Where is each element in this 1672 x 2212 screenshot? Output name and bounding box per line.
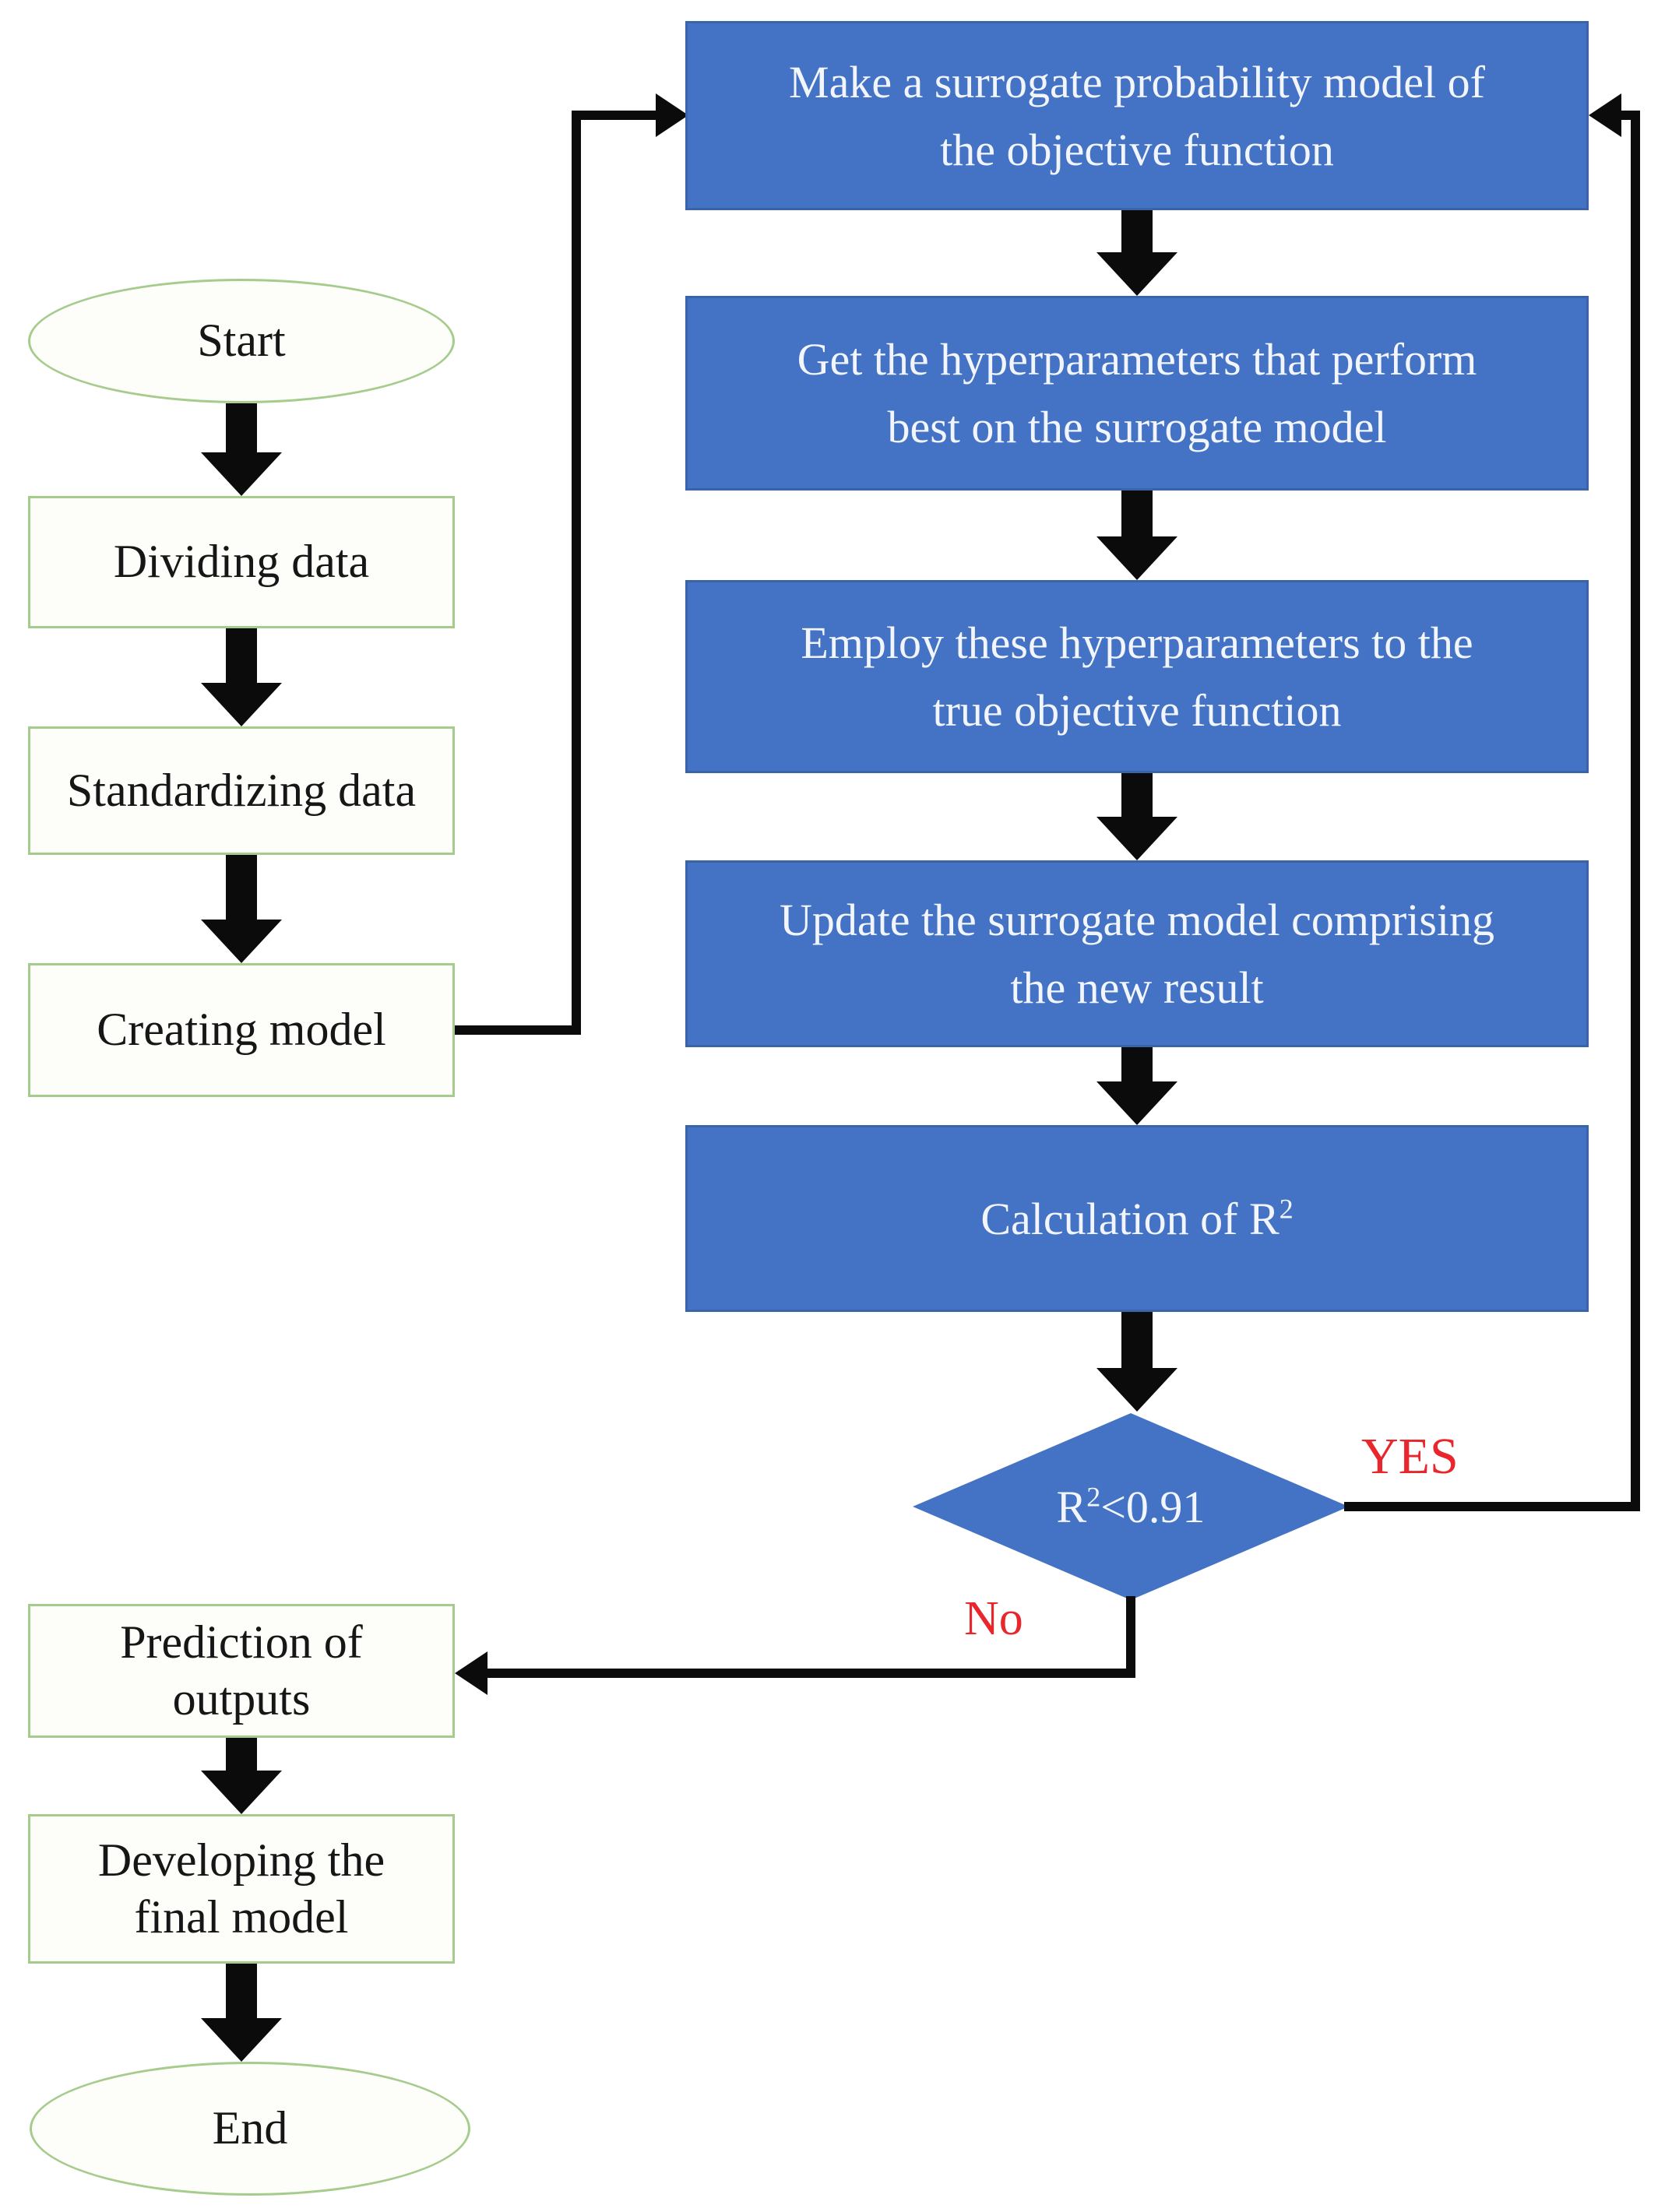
process-line: Get the hyperparameters that perform bbox=[797, 334, 1477, 385]
arrow-shaft bbox=[1121, 210, 1153, 257]
step-creating-model: Creating model bbox=[28, 963, 455, 1097]
arrow-employ-to-update bbox=[1096, 773, 1177, 860]
superscript-2: 2 bbox=[1086, 1481, 1101, 1513]
step-label: Standardizing data bbox=[66, 764, 417, 816]
step-prediction-of-outputs: Prediction of outputs bbox=[28, 1604, 455, 1738]
arrow-update-to-calculation bbox=[1096, 1047, 1177, 1125]
step-label: Dividing data bbox=[113, 536, 370, 588]
process-line: the objective function bbox=[940, 124, 1334, 175]
connector-left-vertical bbox=[572, 111, 581, 1035]
arrow-shaft bbox=[226, 855, 257, 924]
arrow-head-icon bbox=[1096, 1368, 1177, 1412]
arrow-standardizing-to-creating bbox=[201, 855, 282, 963]
arrow-developing-to-end bbox=[201, 1964, 282, 2062]
end-label: End bbox=[212, 2102, 288, 2154]
arrow-shaft bbox=[226, 1964, 257, 2023]
step-developing-final-model: Developing the final model bbox=[28, 1814, 455, 1964]
arrow-shaft bbox=[1121, 1312, 1153, 1373]
arrow-shaft bbox=[1121, 491, 1153, 541]
arrow-head-icon bbox=[201, 1771, 282, 1814]
step-label: Creating model bbox=[97, 1004, 386, 1056]
yes-branch-label: YES bbox=[1361, 1428, 1459, 1485]
process-line: true objective function bbox=[932, 685, 1342, 736]
arrowhead-into-surrogate-right-icon bbox=[1589, 93, 1621, 137]
superscript-2: 2 bbox=[1279, 1193, 1294, 1225]
arrow-head-icon bbox=[201, 452, 282, 496]
connector-yes-horizontal bbox=[1344, 1502, 1640, 1511]
arrow-prediction-to-developing bbox=[201, 1738, 282, 1814]
arrow-head-icon bbox=[1096, 252, 1177, 296]
step-dividing-data: Dividing data bbox=[28, 496, 455, 628]
arrow-start-to-dividing bbox=[201, 403, 282, 496]
connector-no-horizontal bbox=[486, 1669, 1135, 1678]
connector-right-vertical bbox=[1631, 111, 1640, 1511]
arrow-head-icon bbox=[201, 920, 282, 963]
arrow-head-icon bbox=[1096, 817, 1177, 860]
step-line: Developing the bbox=[97, 1834, 385, 1886]
process-line: Employ these hyperparameters to the bbox=[801, 617, 1473, 668]
process-line: Update the surrogate model comprising bbox=[779, 895, 1495, 945]
arrowhead-into-surrogate-left-icon bbox=[656, 93, 688, 137]
arrow-calculation-to-decision bbox=[1096, 1312, 1177, 1412]
arrow-dividing-to-standardizing bbox=[201, 628, 282, 726]
decision-r2-threshold: R2<0.91 bbox=[913, 1413, 1349, 1600]
step-line: Prediction of bbox=[120, 1616, 363, 1668]
connector-creating-horizontal bbox=[455, 1025, 581, 1035]
process-calculation-r2: Calculation of R2 bbox=[685, 1125, 1589, 1312]
connector-into-loop-horizontal bbox=[581, 111, 659, 120]
arrow-head-icon bbox=[201, 683, 282, 726]
connector-into-surrogate-right bbox=[1620, 111, 1635, 120]
start-terminator: Start bbox=[28, 279, 455, 403]
arrow-surrogate-to-get bbox=[1096, 210, 1177, 296]
arrow-shaft bbox=[226, 403, 257, 457]
process-line: the new result bbox=[1010, 962, 1264, 1013]
start-label: Start bbox=[197, 315, 286, 367]
process-employ-hyperparameters: Employ these hyperparameters to the true… bbox=[685, 580, 1589, 773]
arrow-head-icon bbox=[201, 2018, 282, 2062]
process-update-surrogate-model: Update the surrogate model comprising th… bbox=[685, 860, 1589, 1047]
arrowhead-into-prediction-icon bbox=[455, 1651, 488, 1695]
arrow-shaft bbox=[226, 1738, 257, 1775]
process-line: Make a surrogate probability model of bbox=[789, 56, 1485, 107]
connector-no-vertical bbox=[1126, 1596, 1135, 1678]
arrow-head-icon bbox=[1096, 1081, 1177, 1125]
arrow-shaft bbox=[1121, 1047, 1153, 1086]
end-terminator: End bbox=[30, 2062, 470, 2196]
step-standardizing-data: Standardizing data bbox=[28, 726, 455, 855]
step-line: final model bbox=[134, 1891, 349, 1943]
step-line: outputs bbox=[172, 1673, 311, 1725]
process-get-hyperparameters: Get the hyperparameters that perform bes… bbox=[685, 296, 1589, 491]
arrow-get-to-employ bbox=[1096, 491, 1177, 580]
arrow-shaft bbox=[1121, 773, 1153, 821]
process-make-surrogate-model: Make a surrogate probability model of th… bbox=[685, 21, 1589, 210]
calculation-label: Calculation of R2 bbox=[980, 1193, 1294, 1244]
arrow-head-icon bbox=[1096, 536, 1177, 580]
arrow-shaft bbox=[226, 628, 257, 688]
process-line: best on the surrogate model bbox=[887, 402, 1387, 452]
decision-label: R2<0.91 bbox=[1056, 1481, 1206, 1532]
no-branch-label: No bbox=[964, 1592, 1023, 1645]
